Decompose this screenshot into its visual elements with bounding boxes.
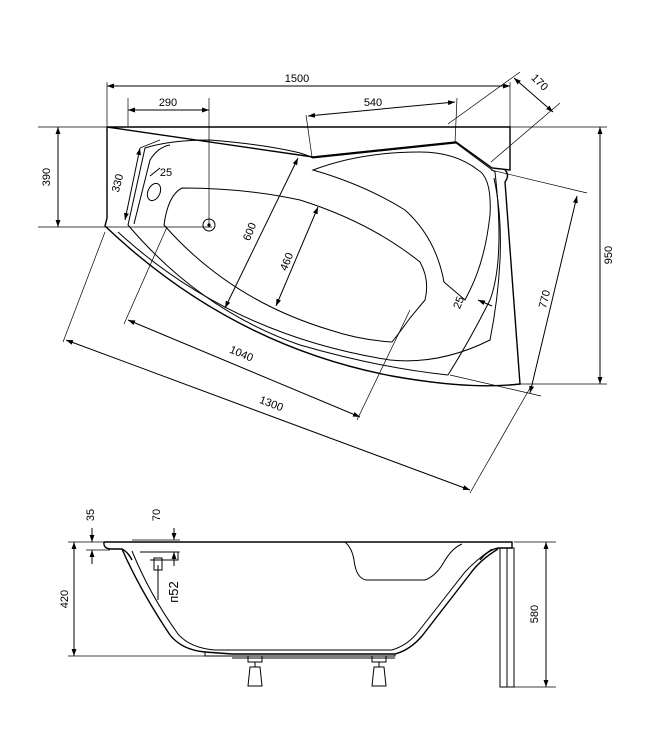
dim-line-25-rim	[477, 299, 493, 307]
dim-overflow-offset: 25	[160, 167, 172, 179]
dim-right-height: 950	[603, 246, 615, 264]
rim-inner-edge	[127, 139, 500, 376]
side-tub-outer	[121, 548, 499, 655]
bathtub-body-outline	[104, 127, 521, 387]
bowl-basin	[163, 187, 428, 343]
dim-bowl-length: 1040	[228, 344, 255, 365]
inner-wall-curve	[133, 144, 171, 225]
dim-rim-width: 25	[451, 295, 467, 311]
top-dimension-lines	[55, 77, 603, 491]
dim-inner-corner: 330	[110, 173, 126, 194]
backrest-shape	[311, 151, 491, 301]
dim-line-1300	[65, 339, 471, 491]
bathtub-outer-rim	[106, 126, 511, 171]
dim-right-side: 770	[537, 289, 553, 310]
side-rim-left	[103, 541, 133, 561]
side-base-plate	[204, 652, 396, 657]
dim-line-770	[529, 195, 578, 394]
dim-overall-width: 1500	[285, 73, 309, 85]
overflow-hole	[146, 182, 162, 202]
dim-line-330	[124, 147, 141, 221]
dim-line-600	[224, 157, 299, 309]
dim-inner-depth: 420	[59, 590, 71, 608]
dim-line-170	[513, 77, 554, 113]
dim-line-540	[307, 100, 456, 118]
side-extension-lines	[68, 539, 556, 688]
side-backrest	[344, 541, 463, 581]
top-view: 1500 290 540 170 390 950 330 25 600 460 …	[38, 71, 615, 494]
dim-bowl-inner-depth: 460	[278, 251, 296, 273]
dim-overflow-diameter: п52	[166, 581, 181, 603]
dim-front-length: 1300	[257, 394, 284, 414]
side-leg-left	[247, 655, 263, 687]
dim-overflow-height: 70	[151, 509, 163, 521]
drain-center	[207, 223, 211, 227]
dim-line-1040	[127, 319, 361, 418]
extension-lines	[38, 71, 607, 494]
dim-bowl-depth: 600	[241, 221, 259, 243]
dim-total-height: 580	[529, 605, 541, 623]
side-tub-inner	[131, 548, 493, 651]
dim-corner-width: 170	[529, 72, 550, 93]
dim-drain-offset: 290	[159, 97, 177, 109]
dim-rim-thickness: 35	[85, 509, 97, 521]
side-front-panel	[499, 547, 515, 688]
drain-hole	[202, 218, 216, 232]
side-view: 35 70 п52 420 580	[59, 509, 556, 688]
side-leg-right	[371, 655, 387, 687]
bowl-floor-curve	[117, 177, 501, 362]
side-rim-top	[104, 541, 513, 561]
dim-side-depth: 390	[41, 168, 53, 186]
side-overflow	[140, 551, 179, 561]
dim-top-edge: 540	[364, 97, 382, 109]
dim-line-25-overflow	[149, 167, 161, 177]
dim-line-460	[275, 206, 319, 307]
side-dimension-lines	[71, 528, 549, 687]
